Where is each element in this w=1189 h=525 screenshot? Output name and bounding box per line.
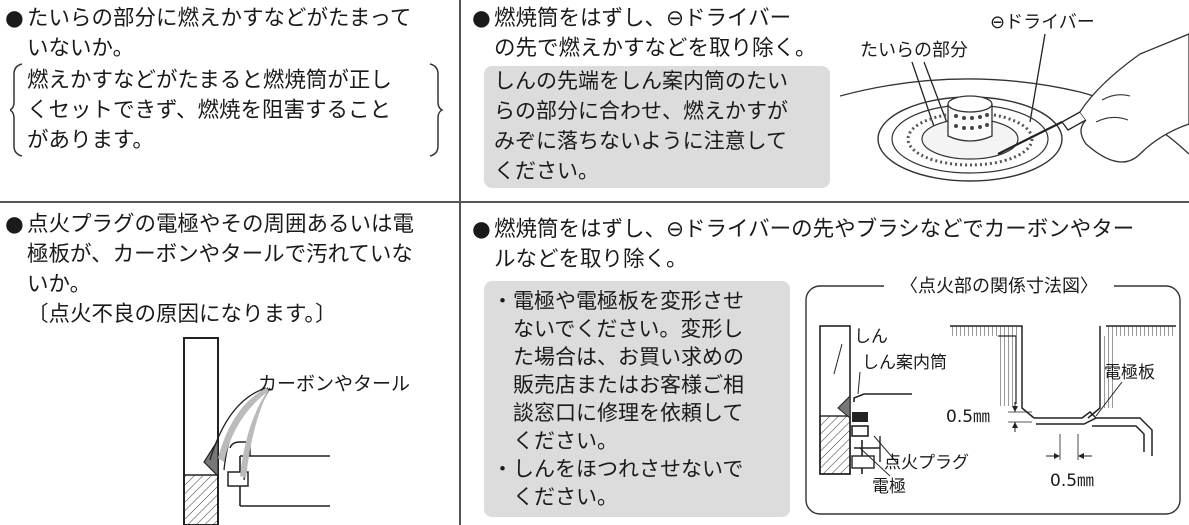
- caution-line-4: ください。: [494, 159, 599, 183]
- ignition-dimension-diagram: 〈点火部の関係寸法図〉: [805, 276, 1181, 515]
- horizontal-divider: [0, 201, 1189, 203]
- note-line-3: があります。: [27, 128, 154, 153]
- label-flat-part: たいらの部分: [860, 40, 968, 61]
- vertical-divider: [459, 0, 461, 525]
- caution-line-6: ください。: [492, 429, 618, 453]
- caution-line-1: しんの先端をしん案内筒のたい: [494, 69, 788, 93]
- note-line-2: くセットできず、燃焼を阻害すること: [27, 98, 391, 123]
- caution-box: しんの先端をしん案内筒のたい らの部分に合わせ、燃えかすが みぞに落ちないように…: [484, 66, 830, 188]
- diagram-title: 〈点火部の関係寸法図〉: [900, 276, 1098, 297]
- label-electrode: 電極: [872, 477, 906, 497]
- caution-line-1: ・電極や電極板を変形させ: [492, 289, 744, 313]
- check-text-line-2: 極板が、カーボンやタールで汚れていな: [27, 242, 413, 267]
- instruction-line-2: ルなどを取り除く。: [494, 247, 688, 272]
- label-gap-horizontal: 0.5㎜: [1050, 471, 1094, 491]
- label-electrode-plate: 電極板: [1104, 363, 1155, 383]
- caution-line-3: た場合は、お買い求めの: [492, 345, 744, 369]
- check-text-line-3: いか。: [27, 272, 92, 297]
- caution-line-2: らの部分に合わせ、燃えかすが: [494, 99, 788, 123]
- caution-line-7: ・しんをほつれさせないで: [492, 457, 744, 481]
- check-text-line-1: 点火プラグの電極やその周囲あるいは電: [27, 212, 415, 237]
- note-line-1: 燃えかすなどがたまると燃焼筒が正し: [27, 68, 392, 93]
- label-driver: ⊖ドライバー: [990, 12, 1095, 33]
- instruction-line-2: の先で燃えかすなどを取り除く。: [494, 36, 817, 61]
- caution-line-3: みぞに落ちないように注意して: [494, 129, 787, 153]
- label-spark-plug: 点火プラグ: [884, 453, 969, 473]
- label-wick: しん: [854, 327, 888, 347]
- caution-box: ・電極や電極板を変形させ ないでください。変形し た場合は、お買い求めの 販売店…: [484, 281, 790, 517]
- caution-line-8: ください。: [492, 485, 618, 509]
- bullet: ●: [472, 6, 491, 31]
- caution-line-4: 販売店またはお客様ご相: [492, 373, 744, 397]
- note-bracket: [10, 63, 444, 157]
- bullet: ●: [5, 212, 24, 237]
- carbon-deposit-illustration: カーボンやタール: [183, 337, 410, 525]
- check-text-line-1: たいらの部分に燃えかすなどがたまって: [27, 6, 412, 31]
- label-wick-guide: しん案内筒: [862, 353, 947, 373]
- label-gap-vertical: 0.5㎜: [946, 407, 990, 427]
- burner-illustration: たいらの部分 ⊖ドライバー: [840, 12, 1189, 182]
- label-carbon: カーボンやタール: [258, 373, 410, 395]
- bullet: ●: [472, 217, 491, 242]
- caution-line-2: ないでください。変形し: [492, 317, 744, 341]
- instruction-line-1: 燃焼筒をはずし、⊖ドライバー: [494, 6, 792, 31]
- instruction-line-1: 燃焼筒をはずし、⊖ドライバーの先やブラシなどでカーボンやター: [494, 217, 1135, 242]
- check-text-line-2: いないか。: [27, 36, 135, 61]
- caution-line-5: 談窓口に修理を依頼して: [492, 401, 744, 425]
- bullet: ●: [5, 6, 24, 31]
- check-text-line-4: 〔点火不良の原因になります。〕: [27, 302, 337, 327]
